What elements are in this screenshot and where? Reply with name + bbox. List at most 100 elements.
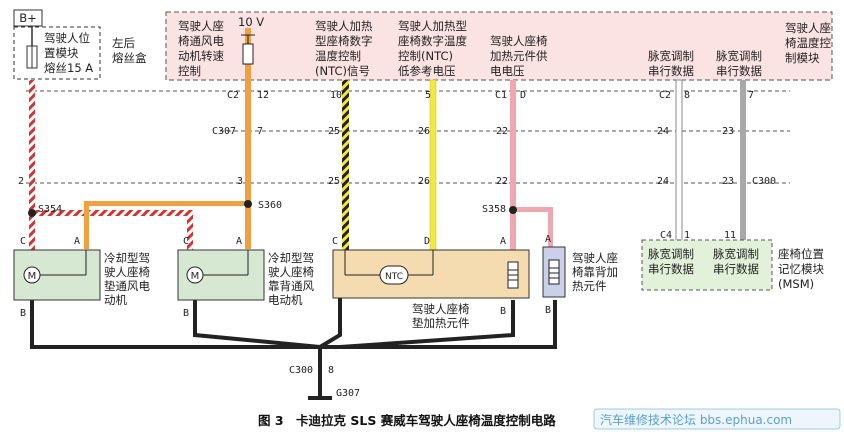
- back-motor-label: 驶人座椅: [268, 265, 314, 279]
- memory-module-label: 座椅位置: [778, 247, 824, 261]
- pwm-serial-wire-2: [740, 80, 746, 250]
- pin-label: 5: [425, 90, 431, 101]
- pin-label: 1: [684, 230, 690, 241]
- pin-label: 26: [418, 126, 430, 137]
- pin-label: B: [545, 305, 551, 316]
- pin-label: 7: [257, 126, 263, 137]
- temperature-control-module: [165, 11, 833, 81]
- pin-label: D: [424, 236, 430, 247]
- figure-caption: 图 3 卡迪拉克 SLS 赛威车驾驶人座椅温度控制电路: [258, 413, 556, 428]
- fan-bridge-wire: [84, 201, 251, 206]
- pin-label: A: [74, 236, 80, 247]
- pwm2-label: 脉宽调制: [716, 49, 762, 63]
- pin-label: C300: [752, 176, 776, 187]
- s354-bridge-wire: [32, 210, 192, 216]
- ntc-signal-wire: [342, 80, 349, 250]
- cushion-motor-label: 驶人座椅: [104, 265, 150, 279]
- pin-label: 7: [748, 90, 754, 101]
- mem-pwm1-label: 脉宽调制: [648, 247, 694, 261]
- mem-pwm1-label: 串行数据: [648, 262, 694, 276]
- mem-pwm2-label: 串行数据: [713, 262, 759, 276]
- back-heater-label: 椅靠背加: [572, 265, 618, 279]
- pin-label: A: [236, 236, 242, 247]
- watermark-box: [593, 408, 841, 430]
- fan-out-label: 控制: [178, 64, 201, 78]
- cushion-motor-label: 垫通风电: [104, 279, 150, 293]
- ground-label: G307: [336, 388, 360, 399]
- cushion-motor-label: 冷却型驾: [104, 251, 150, 265]
- splice-label: S358: [482, 204, 506, 215]
- pin-label: C: [20, 236, 26, 247]
- pin-label: 11: [724, 230, 736, 241]
- memory-module-label: (MSM): [778, 277, 814, 291]
- cushion-heater-label: 驾驶人座椅: [412, 302, 470, 316]
- pin-label: B: [500, 306, 506, 317]
- motor1-supply-wire: [29, 210, 35, 250]
- pwm-serial-wire-1: [675, 79, 683, 251]
- ntc-signal-label: 温度控制: [315, 49, 361, 63]
- pwm1-label: 串行数据: [648, 64, 694, 78]
- svg-text:M: M: [28, 271, 37, 282]
- seat-memory-module-box: [641, 239, 773, 291]
- fan-voltage: 10 V: [238, 15, 264, 29]
- ntc-ref-wire: [429, 79, 437, 251]
- back-motor-label: 靠背通风: [268, 279, 314, 293]
- pin-label: 12: [257, 90, 269, 101]
- ground-connector-label: C300: [289, 365, 313, 376]
- heater-supply-label: 加热元件供: [490, 49, 548, 63]
- fuse-label-2: 置模块: [44, 46, 79, 60]
- pwm2-label: 串行数据: [716, 64, 762, 78]
- pwm1-label: 脉宽调制: [648, 49, 694, 63]
- pin-label: C1: [495, 90, 507, 101]
- pin-label: C4: [660, 230, 672, 241]
- supply-label: B+: [19, 11, 37, 25]
- pin-label: 26: [418, 176, 430, 187]
- cushion-motor-label: 动机: [104, 293, 127, 307]
- switch-icon: [242, 43, 254, 65]
- fuse-module-box: [13, 26, 101, 80]
- heater-element-icon: [548, 259, 560, 285]
- ntc-ref-label: 座椅数字温度: [398, 34, 467, 48]
- fan-speed-wire: [245, 28, 251, 204]
- fuse-box-label-2: 熔丝盒: [112, 51, 147, 65]
- motor2-supply-wire: [187, 210, 193, 250]
- splice-s354: [28, 209, 36, 217]
- mem-pwm2-label: 脉宽调制: [713, 247, 759, 261]
- pin-label: 23: [722, 176, 734, 187]
- module-title: 椅温度控: [785, 36, 831, 50]
- fuse-box-label-1: 左后: [112, 36, 135, 50]
- back-motor-label: 电动机: [268, 293, 303, 307]
- memory-module-label: 记忆模块: [778, 262, 824, 276]
- ground-bus: [30, 300, 557, 349]
- pin-label: 22: [496, 126, 508, 137]
- splice-s358: [509, 206, 517, 214]
- pin-label: B: [20, 308, 26, 319]
- pin-label: C: [183, 236, 189, 247]
- fuse-label-1: 驾驶人位: [44, 31, 90, 45]
- pin-label: C307: [212, 126, 236, 137]
- pin-label: A: [545, 234, 551, 245]
- back-heater-label: 驾驶人座: [572, 251, 618, 265]
- ntc-ref-label: 低参考电压: [398, 64, 456, 78]
- ntc-signal-label: (NTC)信号: [315, 64, 370, 78]
- pin-label: B: [183, 308, 189, 319]
- heater-supply-label: 驾驶人座椅: [490, 34, 548, 48]
- back-heater-label: 热元件: [572, 279, 607, 293]
- fan-out-label: 椅通风电: [178, 34, 224, 48]
- cushion-heater-label: 垫加热元件: [412, 316, 470, 330]
- pin-label: A: [500, 236, 506, 247]
- supply-box: [13, 9, 43, 27]
- pin-label: 24: [657, 176, 669, 187]
- pin-label: C2: [227, 90, 239, 101]
- cushion-heater-box: [332, 249, 530, 299]
- ntc-signal-label: 型座椅数字: [315, 34, 373, 48]
- pin-label: 25: [328, 176, 340, 187]
- ntc-ref-label: 驾驶人加热型: [398, 19, 467, 33]
- pin-label: 10: [330, 90, 342, 101]
- pin-label: 8: [684, 90, 690, 101]
- splice-label: S360: [258, 200, 282, 211]
- fuse-wire: [29, 80, 35, 210]
- pin-label: 25: [328, 126, 340, 137]
- pin-label: C: [332, 236, 338, 247]
